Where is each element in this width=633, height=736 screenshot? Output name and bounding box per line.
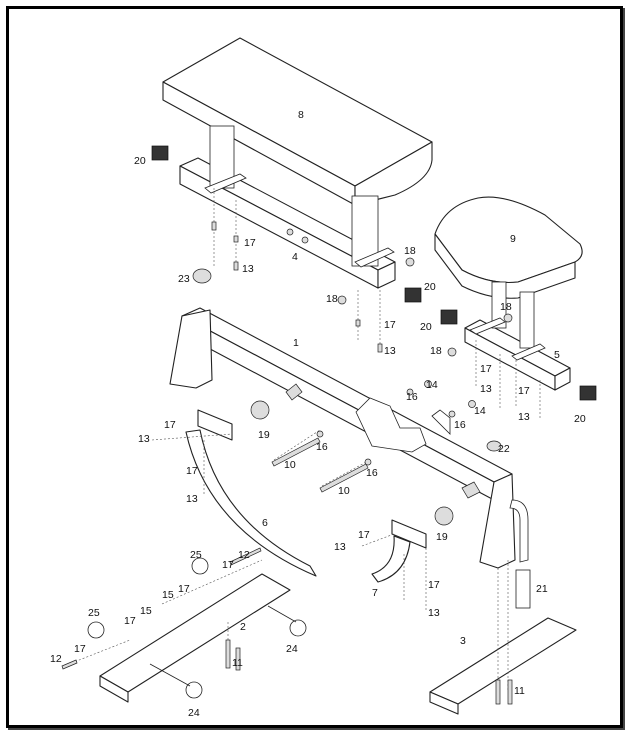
- label-sleeve-21: 21: [536, 583, 548, 595]
- label-cap-20: 20: [134, 155, 146, 167]
- part-1-main-frame: [169, 268, 529, 569]
- part-8-seat-pad: [162, 37, 433, 206]
- label-nut-14: 14: [426, 379, 438, 391]
- label-nut-18: 18: [326, 293, 338, 305]
- label-part-5: 5: [554, 349, 560, 361]
- label-washer-17: 17: [124, 615, 136, 627]
- label-washer-17: 17: [222, 559, 234, 571]
- label-foot-25: 25: [190, 549, 202, 561]
- label-bolt-11: 11: [514, 685, 525, 697]
- label-nut-18: 18: [500, 301, 512, 313]
- label-cap-20: 20: [574, 413, 586, 425]
- label-washer-17: 17: [74, 643, 86, 655]
- label-washer-17: 17: [384, 319, 396, 331]
- label-bolt-12: 12: [238, 549, 250, 561]
- label-bolt-13: 13: [428, 607, 440, 619]
- label-bolt-11: 11: [232, 657, 243, 669]
- label-nut-14: 14: [474, 405, 486, 417]
- label-wheel-24: 24: [188, 707, 200, 719]
- label-washer-16: 16: [406, 391, 418, 403]
- label-foot-25: 25: [88, 607, 100, 619]
- part-3-rear-stabilizer: [429, 569, 577, 715]
- label-bolt-10: 10: [284, 459, 296, 471]
- label-part-8: 8: [298, 109, 304, 121]
- label-nut-18: 18: [430, 345, 442, 357]
- part-7-bracket: [371, 519, 427, 583]
- label-washer-17: 17: [428, 579, 440, 591]
- part-5-chest-frame: [464, 281, 571, 391]
- fastener-leaders: [63, 188, 541, 690]
- label-bolt-13: 13: [480, 383, 492, 395]
- label-knob-19: 19: [258, 429, 270, 441]
- part-4-seat-frame: [179, 125, 396, 289]
- label-wheel-24: 24: [286, 643, 298, 655]
- label-part-9: 9: [510, 233, 516, 245]
- label-part-2: 2: [240, 621, 246, 633]
- label-washer-17: 17: [178, 583, 190, 595]
- fastener-hardware: [61, 221, 513, 705]
- label-cap-23: 23: [178, 273, 190, 285]
- label-bolt-13: 13: [518, 411, 530, 423]
- label-nut-15: 15: [140, 605, 152, 617]
- label-bolt-13: 13: [384, 345, 396, 357]
- label-nut-15: 15: [162, 589, 174, 601]
- label-part-3: 3: [460, 635, 466, 647]
- label-bolt-10: 10: [338, 485, 350, 497]
- label-washer-17: 17: [244, 237, 256, 249]
- label-washer-17: 17: [480, 363, 492, 375]
- part-6-adjustment-arc: [185, 409, 317, 577]
- label-washer-17: 17: [164, 419, 176, 431]
- label-washer-17: 17: [358, 529, 370, 541]
- label-washer-16: 16: [454, 419, 466, 431]
- part-9-chest-pad: [434, 196, 583, 299]
- label-cap-20: 20: [424, 281, 436, 293]
- label-part-7: 7: [372, 587, 378, 599]
- label-bolt-13: 13: [242, 263, 254, 275]
- label-bolt-13: 13: [186, 493, 198, 505]
- label-washer-16: 16: [366, 467, 378, 479]
- label-bolt-13: 13: [334, 541, 346, 553]
- part-2-front-stabilizer: [87, 557, 307, 703]
- label-washer-17: 17: [186, 465, 198, 477]
- label-knob-19: 19: [436, 531, 448, 543]
- label-washer-16: 16: [316, 441, 328, 453]
- label-washer-17: 17: [518, 385, 530, 397]
- diagram-frame: [6, 6, 623, 728]
- label-bolt-13: 13: [138, 433, 150, 445]
- label-cap-20: 20: [420, 321, 432, 333]
- label-bolt-12: 12: [50, 653, 62, 665]
- end-caps-20: [151, 145, 597, 401]
- label-part-6: 6: [262, 517, 268, 529]
- label-cap-22: 22: [498, 443, 510, 455]
- callout-labels: 8 9 1 4 5 6 7 2 3 20 20 20 20 17 13 18 1…: [50, 109, 586, 719]
- label-nut-18: 18: [404, 245, 416, 257]
- label-part-1: 1: [293, 337, 299, 349]
- label-part-4: 4: [292, 251, 298, 263]
